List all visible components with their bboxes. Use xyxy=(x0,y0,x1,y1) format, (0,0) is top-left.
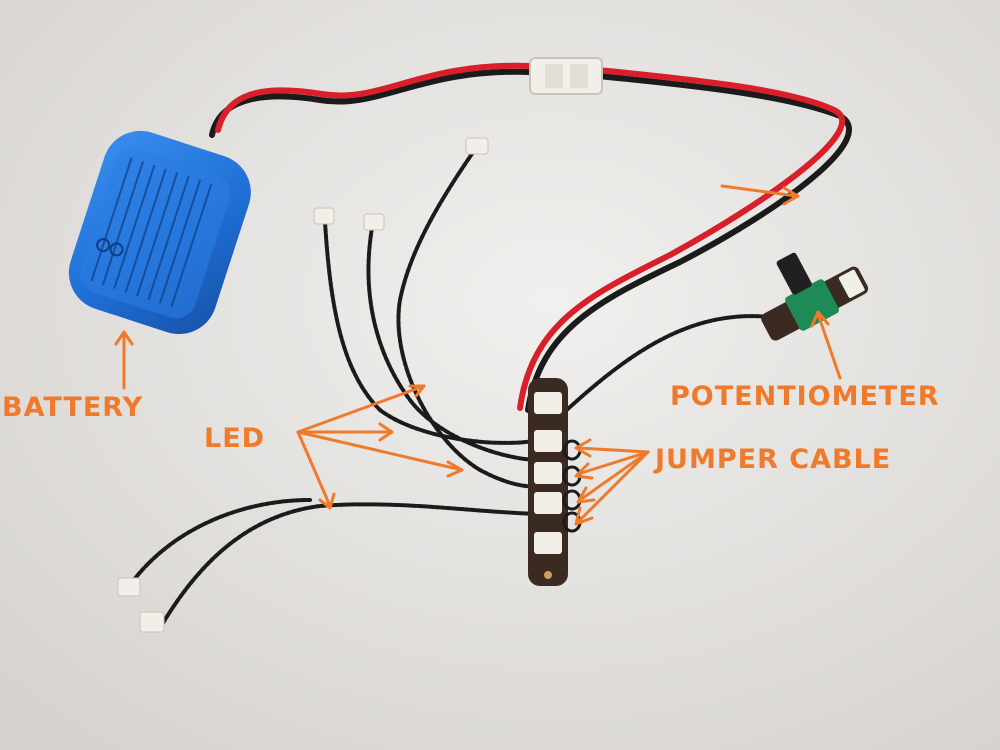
annotation-arrows xyxy=(114,184,842,526)
power-connector xyxy=(529,57,603,95)
battery xyxy=(68,130,251,335)
distribution-board xyxy=(528,378,568,586)
potentiometer-label: POTENTIOMETER xyxy=(670,381,940,412)
led-arrows xyxy=(296,384,464,510)
potentiometer xyxy=(761,252,869,341)
led-cables xyxy=(128,146,792,630)
potentiometer-arrow xyxy=(810,310,842,380)
ce-mark-icon xyxy=(109,242,124,257)
jumper-cable-label: JUMPER CABLE xyxy=(655,444,892,475)
led-connectors xyxy=(117,137,489,633)
jumper-cable-arrows xyxy=(574,438,650,526)
power-cable-arrow xyxy=(720,184,800,206)
led-label: LED xyxy=(204,423,266,454)
battery-label: BATTERY xyxy=(2,392,144,423)
power-cable xyxy=(209,62,852,413)
battery-arrow xyxy=(114,330,134,390)
recycle-icon xyxy=(96,238,111,253)
